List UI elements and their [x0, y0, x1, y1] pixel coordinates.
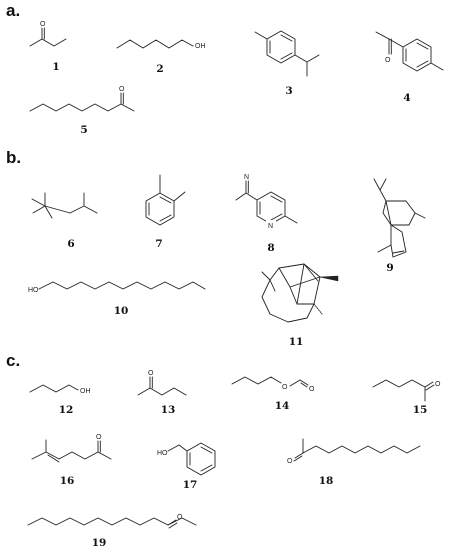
atom-label: HO [28, 287, 39, 294]
compound-number-8: 8 [267, 242, 274, 254]
atom-label: O [385, 57, 391, 64]
atom-label: N [268, 223, 273, 230]
structure-12: OH 12 [29, 384, 91, 416]
compound-number-2: 2 [156, 63, 163, 75]
atom-label: O [177, 514, 183, 521]
compound-number-16: 16 [60, 475, 75, 487]
compound-number-1: 1 [52, 61, 59, 73]
atom-label: O [96, 434, 102, 441]
atom-label: O [282, 384, 288, 391]
structure-6: 6 [31, 192, 98, 250]
structure-15: O 15 [372, 379, 441, 416]
atom-label: O [287, 458, 293, 465]
structure-8: N N 8 [235, 174, 298, 254]
atom-label: O [309, 386, 315, 393]
section-label-a: a. [6, 1, 20, 20]
structure-2: OH 2 [116, 39, 206, 75]
structure-5: O 5 [29, 86, 135, 136]
section-label-b: b. [6, 148, 21, 167]
compound-number-10: 10 [114, 305, 129, 317]
compound-number-15: 15 [413, 404, 428, 416]
compound-number-19: 19 [92, 537, 107, 549]
atom-label: N [244, 174, 249, 181]
section-label-c: c. [6, 351, 20, 370]
compound-number-4: 4 [403, 92, 410, 104]
compound-number-17: 17 [183, 479, 198, 491]
structure-13: O 13 [137, 370, 187, 416]
structure-7: 7 [145, 174, 186, 250]
structure-9: 9 [373, 178, 426, 274]
compound-number-13: 13 [161, 404, 176, 416]
compound-number-18: 18 [319, 475, 334, 487]
compound-number-7: 7 [155, 238, 162, 250]
atom-label: OH [195, 43, 206, 50]
structure-4: O 4 [375, 31, 444, 104]
compound-number-9: 9 [386, 262, 393, 274]
compound-number-12: 12 [59, 404, 74, 416]
structure-16: O 16 [31, 434, 112, 487]
structure-1: O 1 [29, 21, 67, 73]
structure-17: HO 17 [157, 442, 216, 491]
atom-label: O [40, 21, 46, 28]
compound-number-11: 11 [289, 336, 304, 348]
compound-number-14: 14 [275, 400, 290, 412]
atom-label: HO [157, 450, 168, 457]
compound-number-6: 6 [67, 238, 74, 250]
atom-label: O [148, 370, 154, 377]
compound-number-5: 5 [80, 124, 87, 136]
structure-10: HO 10 [28, 281, 206, 317]
structure-3: 3 [254, 30, 320, 97]
structure-11: 11 [261, 263, 339, 348]
atom-label: O [435, 381, 441, 388]
atom-label: OH [80, 388, 91, 395]
atom-label: O [119, 86, 125, 93]
structure-19: O 19 [27, 514, 197, 549]
structure-14: O O 14 [231, 376, 315, 412]
structure-18: O 18 [287, 438, 421, 487]
compound-number-3: 3 [285, 85, 292, 97]
